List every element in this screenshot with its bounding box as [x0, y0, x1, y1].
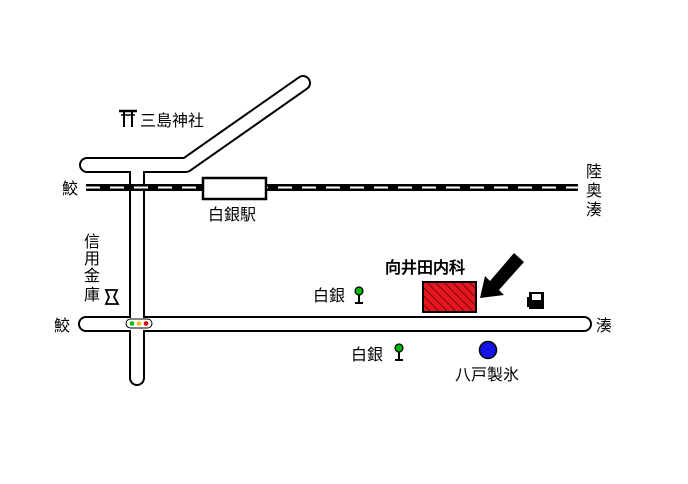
credit-union-label: 信 用 金 庫 [84, 232, 100, 304]
traffic-signal-icon [125, 318, 153, 329]
clinic-building [422, 281, 477, 313]
svg-text:陸: 陸 [586, 162, 602, 181]
ice-company-marker [478, 340, 498, 360]
road-west-label: 鮫 [54, 316, 70, 335]
bus-stop-south-label: 白銀 [351, 345, 383, 364]
svg-text:庫: 庫 [84, 285, 100, 304]
bank-icon [104, 289, 120, 305]
svg-text:奥: 奥 [586, 181, 602, 200]
railway [86, 184, 578, 191]
torii-icon [119, 109, 137, 127]
svg-text:金: 金 [84, 266, 100, 285]
bus-stop-north-label: 白銀 [313, 286, 345, 305]
station-label: 白銀駅 [208, 205, 256, 224]
clinic-label: 向井田内科 [385, 258, 465, 277]
roads [78, 75, 592, 386]
shrine-label: 三島神社 [140, 111, 204, 130]
road-east-label: 湊 [596, 316, 612, 335]
bus-stop-icon [394, 343, 404, 361]
svg-text:用: 用 [84, 249, 100, 268]
railway-east-label: 陸 奥 湊 [586, 162, 602, 219]
station-building [201, 176, 268, 201]
arrow-icon [480, 253, 524, 298]
railway-west-label: 鮫 [62, 179, 78, 198]
ice-company-label: 八戸製氷 [455, 365, 519, 384]
svg-text:信: 信 [84, 232, 100, 251]
bus-stop-icon [354, 286, 364, 304]
gas-station-icon [527, 292, 544, 309]
svg-text:湊: 湊 [586, 200, 602, 219]
